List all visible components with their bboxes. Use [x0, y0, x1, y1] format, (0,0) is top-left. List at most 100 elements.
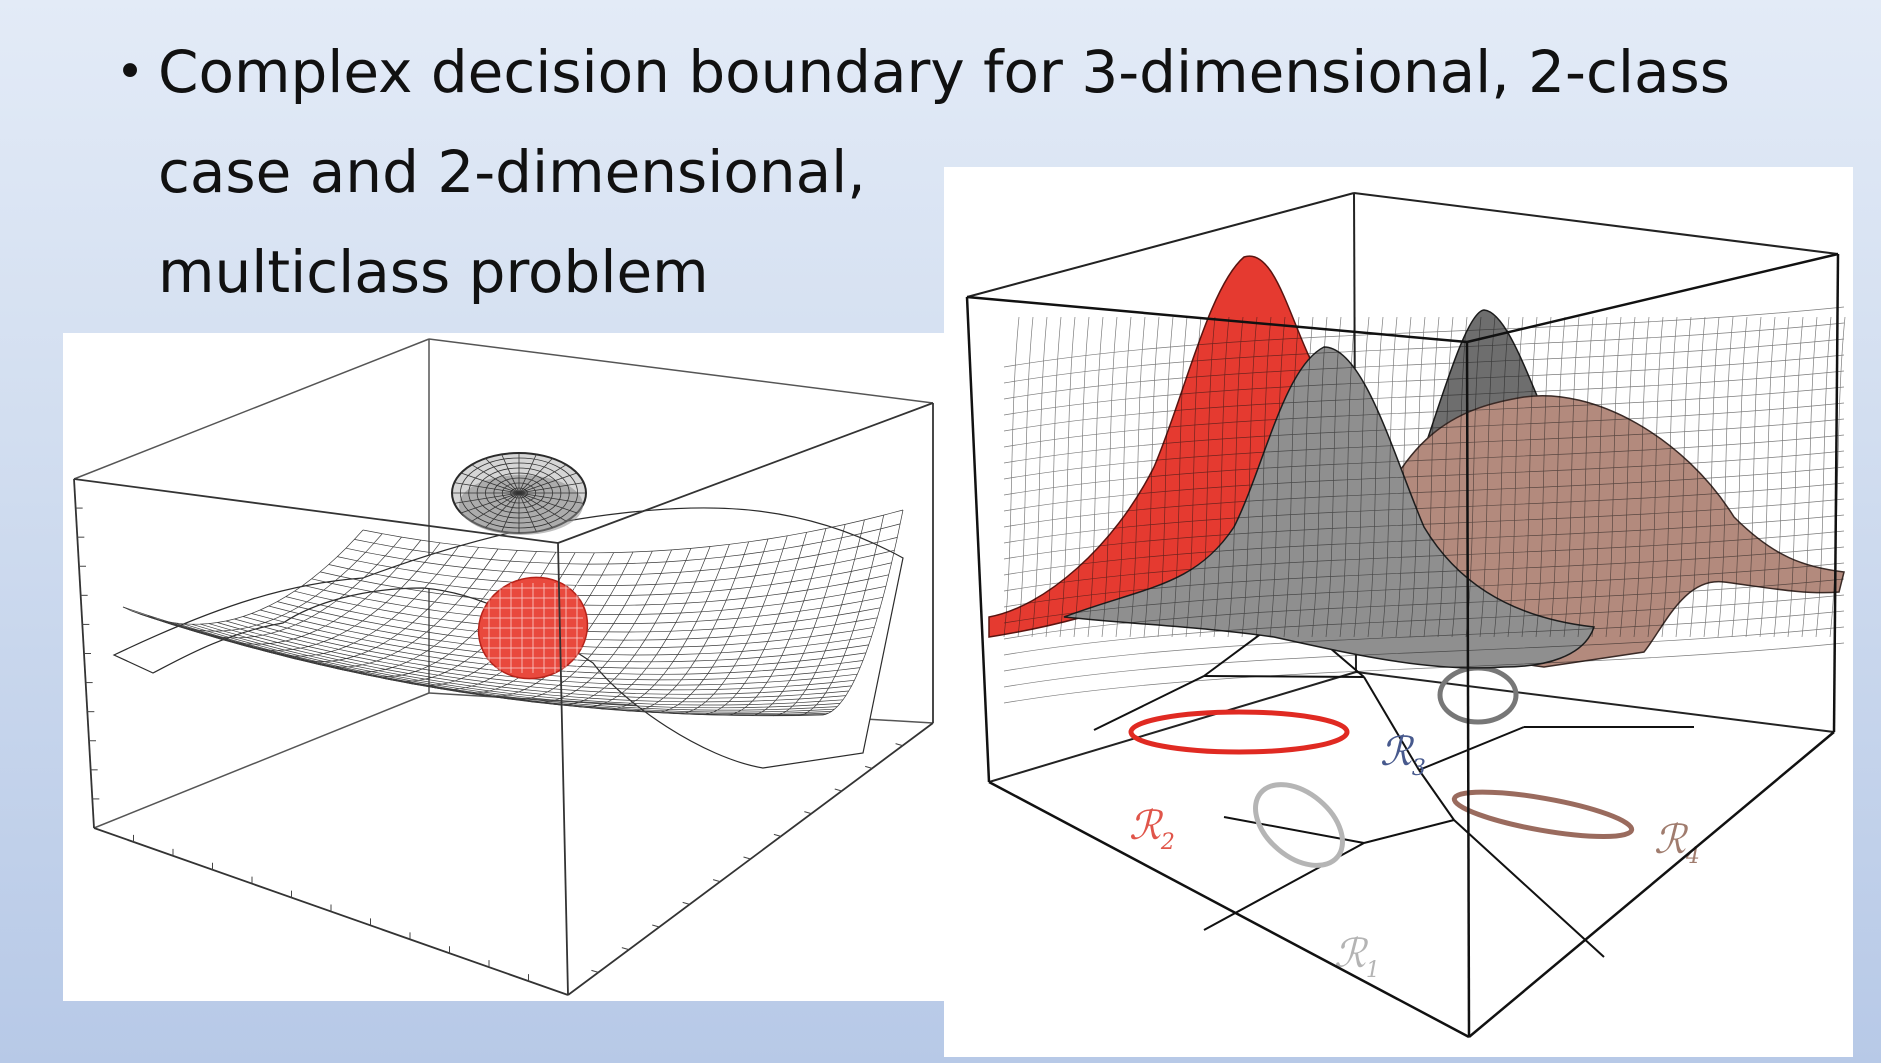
surface-mesh-line — [1731, 316, 1748, 638]
saddle-grid-line — [772, 519, 865, 717]
axis-tick — [652, 924, 660, 928]
surface-mesh-line — [1815, 316, 1832, 638]
saddle-grid-line — [822, 509, 904, 716]
ellipsoid-mesh-spoke — [518, 492, 584, 504]
surface-mesh-line — [1241, 316, 1258, 638]
surface-mesh-line — [1017, 316, 1034, 638]
surface-mesh-line — [1591, 316, 1608, 638]
surface-mesh-line — [1801, 316, 1818, 638]
ellipsoid-mesh-spoke — [518, 464, 567, 494]
surface-mesh-line — [1003, 610, 1845, 672]
ellipsoid-mesh-spoke — [485, 492, 520, 528]
surface-mesh-line — [1003, 450, 1845, 512]
ellipsoid-mesh-spoke — [518, 458, 553, 494]
figure-multiclass-regions: ℛ2 ℛ3 ℛ1 ℛ4 — [944, 167, 1853, 1057]
region-2-contour — [1128, 709, 1350, 755]
surface-mesh-line — [1003, 316, 1020, 638]
surface-mesh-line — [1087, 316, 1104, 638]
axis-ticks — [75, 507, 903, 982]
surface-mesh-line — [1605, 316, 1622, 638]
ellipsoid-mesh-spoke — [518, 492, 578, 514]
surface-mesh-line — [1255, 316, 1272, 638]
ellipsoid-mesh-spoke — [471, 464, 520, 494]
ellipsoid-mesh-spoke — [471, 492, 520, 522]
surface-mesh-line — [1675, 316, 1692, 638]
axis-tick — [773, 833, 782, 837]
saddle-grid-line — [647, 538, 769, 713]
axis-tick — [743, 856, 751, 860]
surface-mesh-line — [1003, 498, 1845, 560]
surface-mesh-line — [1759, 316, 1776, 638]
region-label-4: ℛ4 — [1654, 817, 1700, 869]
surface-mesh-line — [1633, 316, 1650, 638]
saddle-grid-line — [697, 532, 807, 715]
surface-mesh-line — [1311, 316, 1328, 638]
surface-mesh-line — [1689, 316, 1706, 638]
surface-mesh-line — [1829, 316, 1846, 638]
ellipsoid-mesh-spoke — [518, 454, 537, 494]
surface-mesh-line — [1409, 316, 1426, 638]
surface-mesh-line — [1003, 322, 1845, 384]
axis-tick — [591, 969, 599, 973]
axis-tick — [865, 765, 873, 769]
axis-tick — [834, 788, 842, 792]
figure-3d-two-class-svg — [73, 338, 934, 996]
surface-mesh-line — [1479, 316, 1496, 638]
ellipsoid-mesh-spoke — [518, 492, 567, 522]
saddle-grid-line — [225, 620, 858, 686]
density-surfaces — [988, 255, 1846, 704]
surface-mesh-line — [1493, 316, 1510, 638]
surface-mesh-line — [1549, 316, 1566, 638]
surface-mesh-line — [1213, 316, 1230, 638]
region-label-1: ℛ1 — [1334, 931, 1380, 983]
surface-mesh-line — [1003, 530, 1845, 592]
surface-mesh-line — [1395, 316, 1412, 638]
bullet-line-3: multiclass problem — [158, 238, 709, 306]
bullet-line-2: case and 2-dimensional, — [158, 138, 866, 206]
region-1-contour — [1253, 782, 1345, 868]
saddle-grid-line — [208, 623, 852, 695]
axis-tick — [621, 947, 629, 951]
ellipsoid-mesh-spoke — [518, 472, 578, 494]
surface-mesh-line — [1451, 316, 1468, 638]
surface-mesh-line — [1003, 642, 1845, 704]
axis-tick — [895, 743, 903, 747]
bullet-dot: • — [115, 44, 145, 100]
bullet-line-1: Complex decision boundary for 3-dimensio… — [158, 38, 1730, 106]
saddle-grid-line — [182, 623, 844, 706]
surface-mesh-line — [1171, 316, 1188, 638]
ellipsoid-mesh-spoke — [454, 492, 520, 504]
surface-mesh-line — [1367, 316, 1384, 638]
axis-tick — [804, 811, 812, 815]
surface-mesh-line — [1003, 466, 1845, 528]
surface-mesh-line — [1003, 386, 1845, 448]
surface-mesh-line — [1003, 546, 1845, 608]
surface-mesh-line — [1437, 316, 1454, 638]
surface-mesh-line — [1003, 514, 1845, 576]
saddle-grid-line — [797, 515, 885, 716]
surface-mesh-line — [1003, 626, 1845, 688]
ellipsoid-mesh-spoke — [460, 492, 520, 514]
surface-mesh-line — [1003, 594, 1845, 656]
surface-mesh-line — [1269, 316, 1286, 638]
surface-mesh-line — [1003, 370, 1845, 432]
saddle-grid-line — [572, 546, 711, 708]
surface-mesh-line — [1283, 316, 1300, 638]
region-3-contour — [1437, 665, 1519, 725]
region-4-contour — [1451, 789, 1635, 839]
ellipsoid-mesh-spoke — [460, 472, 520, 494]
bullet-text: • Complex decision boundary for 3-dimens… — [110, 22, 1770, 322]
surface-mesh-line — [1297, 316, 1314, 638]
region-label-2: ℛ2 — [1129, 803, 1175, 855]
saddle-grid-line — [165, 621, 838, 711]
saddle-grid-line — [217, 622, 855, 691]
surface-mesh-line — [1353, 316, 1370, 638]
ellipsoid-mesh-spoke — [518, 492, 553, 528]
surface-mesh-line — [1003, 578, 1845, 640]
surface-mesh-line — [1003, 482, 1845, 544]
surface-mesh-line — [1647, 316, 1664, 638]
surface-mesh-line — [1031, 316, 1048, 638]
saddle-grid-line — [122, 606, 824, 717]
box-front-edges — [965, 252, 1840, 1039]
surface-mesh-line — [1745, 316, 1762, 638]
